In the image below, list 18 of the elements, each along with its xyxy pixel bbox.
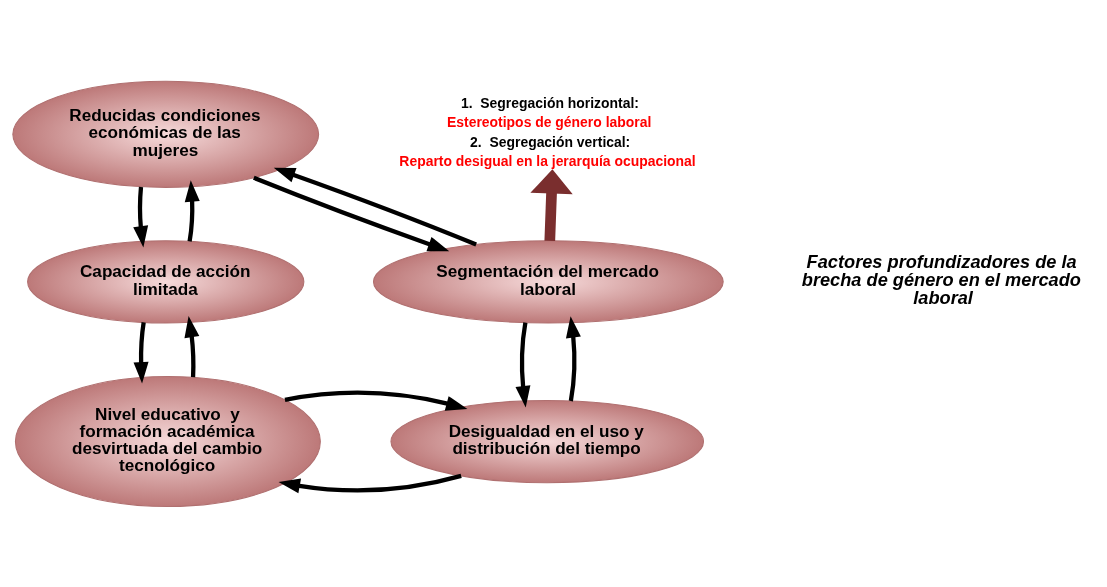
arrow bbox=[530, 168, 573, 241]
arrow bbox=[273, 167, 477, 246]
node-ellipse: Nivel educativo y formación académica desvirtuada del cambio tecnológico bbox=[14, 375, 321, 507]
arrow bbox=[278, 473, 462, 493]
arrow bbox=[184, 315, 200, 377]
arrow bbox=[253, 175, 450, 251]
arrow bbox=[565, 315, 581, 401]
node-ellipse: Desigualdad en el uso y distribución del tiempo bbox=[390, 399, 705, 483]
node-ellipse: Capacidad de acción limitada bbox=[27, 239, 305, 324]
node-ellipse: Segmentación del mercado laboral bbox=[372, 239, 724, 324]
arrow bbox=[133, 321, 149, 384]
arrow bbox=[284, 390, 468, 411]
arrow bbox=[133, 186, 149, 248]
node-ellipse: Reducidas condiciones económicas de las mujeres bbox=[12, 80, 320, 188]
label: Factores profundizadores de la brecha de género en el mercado laboral bbox=[801, 251, 1081, 308]
arrow bbox=[184, 179, 200, 242]
arrow bbox=[515, 321, 531, 407]
node-text: 1. Segregación horizontal: Estereotipos de género laboral 2. Segregación vertical: Reparto desigual en la jerarquía ocupacional bbox=[399, 94, 696, 169]
